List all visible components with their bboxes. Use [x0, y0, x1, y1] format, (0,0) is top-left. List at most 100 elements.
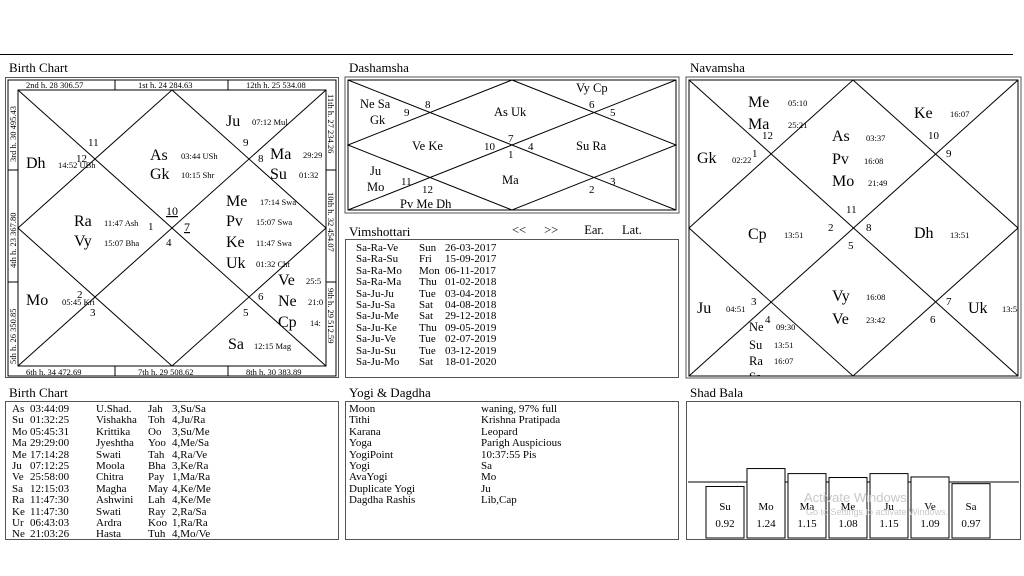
dasha-row-cell: 18-01-2020 — [445, 356, 497, 368]
bc-planet-sa: Sa — [228, 336, 244, 353]
bc-planet-ve: Ve — [278, 272, 295, 289]
d9-planet-cp: Cp — [748, 226, 767, 243]
shadbala-bar-ma — [787, 473, 827, 539]
bc-planet-ne: Ne — [278, 293, 297, 310]
yogi-row-cell: Karana — [349, 426, 381, 438]
d9-planet-ne: Ne — [749, 320, 764, 334]
dasha-row-cell: 04-08-2018 — [445, 299, 497, 311]
d10-label-ma: Ma — [502, 173, 519, 187]
edge-right-2: 10th h. 32 454.07 — [326, 192, 336, 252]
planet-row-cell: 4,Ju/Ra — [172, 415, 206, 427]
dasha-row-cell: Sa-Ju-Su — [356, 345, 396, 357]
d9-info-ke: 16:07 — [950, 109, 969, 119]
d9-info-ma: 25:21 — [788, 120, 807, 130]
d9-planet-mo: Mo — [832, 173, 854, 190]
bc-info-me: 17:14 Swa — [260, 197, 296, 207]
dasha-row-cell: 09-05-2019 — [445, 322, 497, 334]
d10-house-4: 4 — [528, 141, 534, 153]
later-button[interactable]: Lat. — [622, 223, 642, 237]
d9-planet-ma: Ma — [748, 116, 769, 133]
d9-info-uk: 13:5 — [1002, 304, 1017, 314]
planet-row-cell: 03:44:09 — [30, 404, 70, 415]
prev-period-button[interactable]: << — [512, 223, 527, 237]
d10-label-vy-cp: Vy Cp — [576, 81, 608, 95]
shadbala-value-ma: 1.15 — [797, 518, 817, 530]
d10-label-pv-me-dh: Pv Me Dh — [400, 197, 452, 211]
planet-row-cell: 21:03:26 — [30, 529, 70, 540]
bc-house-6: 6 — [258, 291, 264, 303]
planet-row-cell: Me — [12, 449, 27, 461]
planet-row-cell: Hasta — [96, 529, 122, 540]
d9-house-11: 11 — [846, 204, 857, 216]
planet-row-cell: 29:29:00 — [30, 438, 70, 450]
d10-house-5: 5 — [610, 107, 616, 119]
dasha-row-cell: Thu — [419, 277, 437, 289]
dasha-row-cell: Tue — [419, 345, 436, 357]
planet-row-cell: 3,Su/Sa — [172, 404, 206, 415]
bc-planet-gk: Gk — [150, 166, 170, 183]
planet-row-cell: 4,Ra/Ve — [172, 449, 208, 461]
planet-row-cell: 4,Ke/Me — [172, 495, 211, 507]
next-period-button[interactable]: >> — [544, 223, 559, 237]
planet-row-cell: 4,Mo/Ve — [172, 529, 211, 540]
bc-planet-su: Su — [270, 166, 287, 183]
earlier-button[interactable]: Ear. — [584, 223, 605, 237]
d9-house-2: 2 — [828, 222, 834, 234]
bc-planet-mo: Mo — [26, 292, 48, 309]
d9-house-10: 10 — [928, 130, 940, 142]
yogi-row-cell: Duplicate Yogi — [349, 483, 415, 495]
yogi-row-cell: YogiPoint — [349, 449, 394, 461]
yogi-row-cell: Yogi — [349, 460, 370, 472]
yogi-row: Tithi Krishna Pratipada — [349, 415, 641, 426]
planet-row-cell: Swati — [96, 506, 122, 518]
bc-planet-vy: Vy — [74, 233, 92, 250]
planet-row-cell: Ke — [12, 506, 25, 518]
dasha-row-cell: 29-12-2018 — [445, 311, 497, 323]
planet-row-cell: May — [148, 483, 169, 495]
planet-row-cell: Swati — [96, 449, 122, 461]
dasha-row-cell: Sa-Ra-Mo — [356, 265, 402, 277]
planet-row-cell: 11:47:30 — [30, 495, 69, 507]
planet-row-cell: Lah — [148, 495, 166, 507]
d9-info-vy: 16:08 — [866, 292, 885, 302]
d9-planet-as: As — [832, 128, 850, 145]
planet-row-cell: Jah — [148, 404, 163, 415]
d10-label-gk: Gk — [370, 113, 386, 127]
edge-left-1: 3rd h. 30 495.43 — [8, 106, 18, 162]
yogi-row-cell: Krishna Pratipada — [481, 415, 561, 427]
planet-row-cell: 01:32:25 — [30, 415, 70, 427]
bc-house-10: 10 — [166, 204, 178, 218]
bc-planet-ma: Ma — [270, 146, 291, 163]
shadbala-bar-mo — [746, 468, 786, 539]
bc-house-2: 2 — [77, 289, 83, 301]
d9-planet-dh: Dh — [914, 225, 934, 242]
edge-left-3: 5th h. 26 350.85 — [8, 309, 18, 365]
yogi-row-cell: Yoga — [349, 438, 372, 450]
d9-info-ve: 23:42 — [866, 315, 885, 325]
dasha-row-cell: Sat — [419, 299, 434, 311]
bc-house-11: 11 — [88, 137, 99, 149]
vimshottari-panel — [345, 239, 679, 378]
bc-planet-cp: Cp — [278, 314, 297, 331]
d9-planet-ju: Ju — [697, 300, 711, 317]
shadbala-label-me: Me — [841, 501, 856, 513]
d9-info-gk: 02:22 — [732, 155, 751, 165]
vimshottari-title: Vimshottari — [349, 224, 411, 239]
planet-row-cell: Pay — [148, 472, 165, 484]
dasha-row-cell: Sa-Ju-Ve — [356, 334, 396, 346]
yogi-row-cell: Tithi — [349, 415, 371, 427]
d10-label-ve-ke: Ve Ke — [412, 139, 443, 153]
planet-row-cell: Magha — [96, 483, 127, 495]
planet-row-cell: Moola — [96, 460, 125, 472]
d9-planet-gk: Gk — [697, 150, 717, 167]
planet-row-cell: 05:45:31 — [30, 426, 70, 438]
shadbala-label-su: Su — [719, 501, 731, 513]
shadbala-value-mo: 1.24 — [756, 518, 776, 530]
